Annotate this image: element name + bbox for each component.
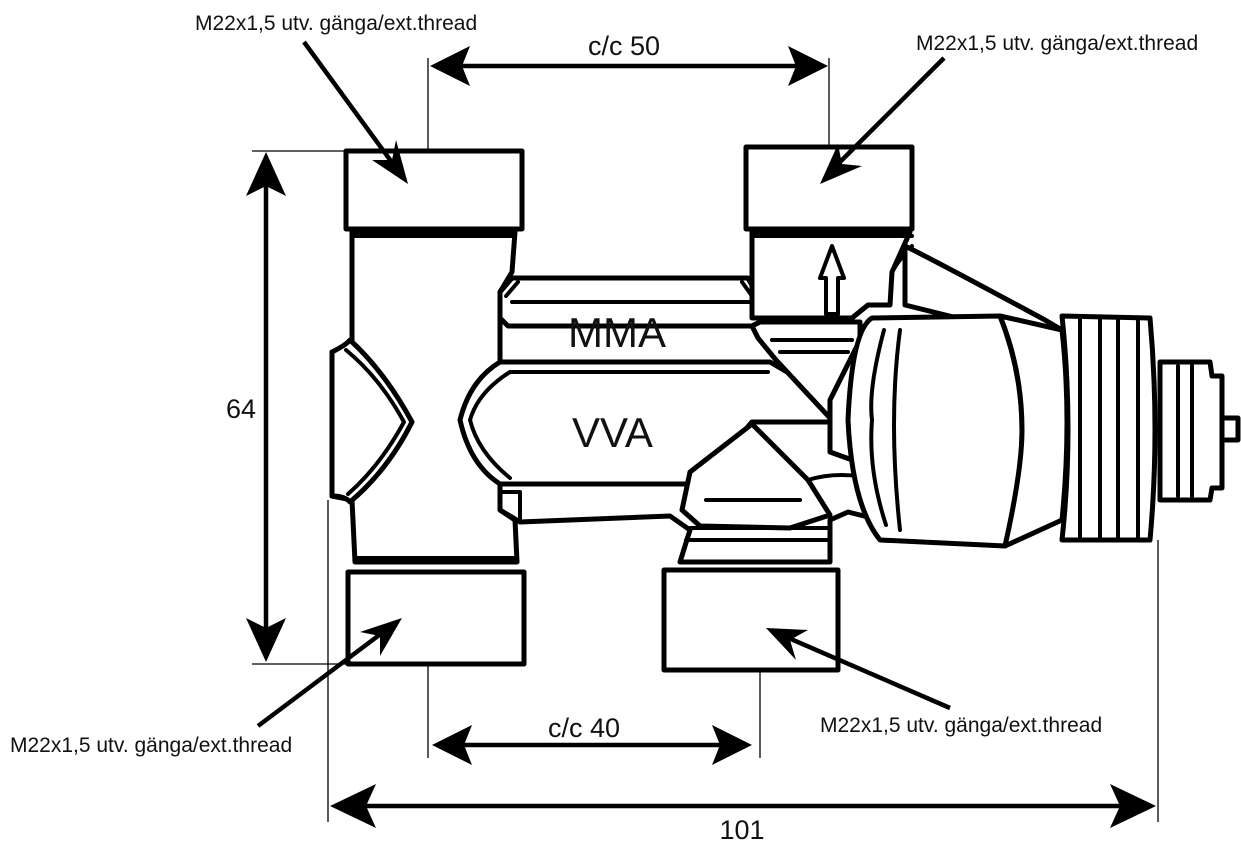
nut-bottom-left [345,569,527,667]
nut-top-left [343,148,525,232]
leader-bottom-right [766,628,951,711]
actuator [845,313,1241,549]
actuator-cap [1059,313,1158,543]
dimension-cc50 [430,46,828,86]
flow-direction-arrow-icon [818,244,846,316]
leader-top-right [820,56,946,184]
center-web [749,319,863,421]
label-height: 64 [226,394,256,424]
label-cc-bottom: c/c 40 [548,713,620,743]
thread-note-top-left: M22x1,5 utv. gänga/ext.thread [195,12,477,35]
label-width: 101 [719,815,764,843]
valve-pin-tip [1219,415,1241,443]
valve-body [329,229,1065,565]
leader-top-left [302,40,408,184]
thread-note-bottom-right: M22x1,5 utv. gänga/ext.thread [820,714,1102,737]
label-port-upper: MMA [568,309,666,356]
leader-bottom-left [256,618,402,728]
thread-note-bottom-left: M22x1,5 utv. gänga/ext.thread [10,734,292,757]
nut-top-right [743,144,915,232]
extension-lines [252,58,1159,822]
thread-nuts [343,144,915,673]
dimension-width-101 [330,784,1156,828]
dimension-height-64 [246,152,286,662]
nut-bottom-right [661,567,841,673]
thread-note-top-right: M22x1,5 utv. gänga/ext.thread [916,32,1198,55]
label-cc-top: c/c 50 [588,31,660,61]
actuator-main-body [845,313,1025,549]
dimension-cc40 [432,725,752,765]
label-port-lower: VVA [572,409,653,456]
left-side-connector [329,337,415,505]
